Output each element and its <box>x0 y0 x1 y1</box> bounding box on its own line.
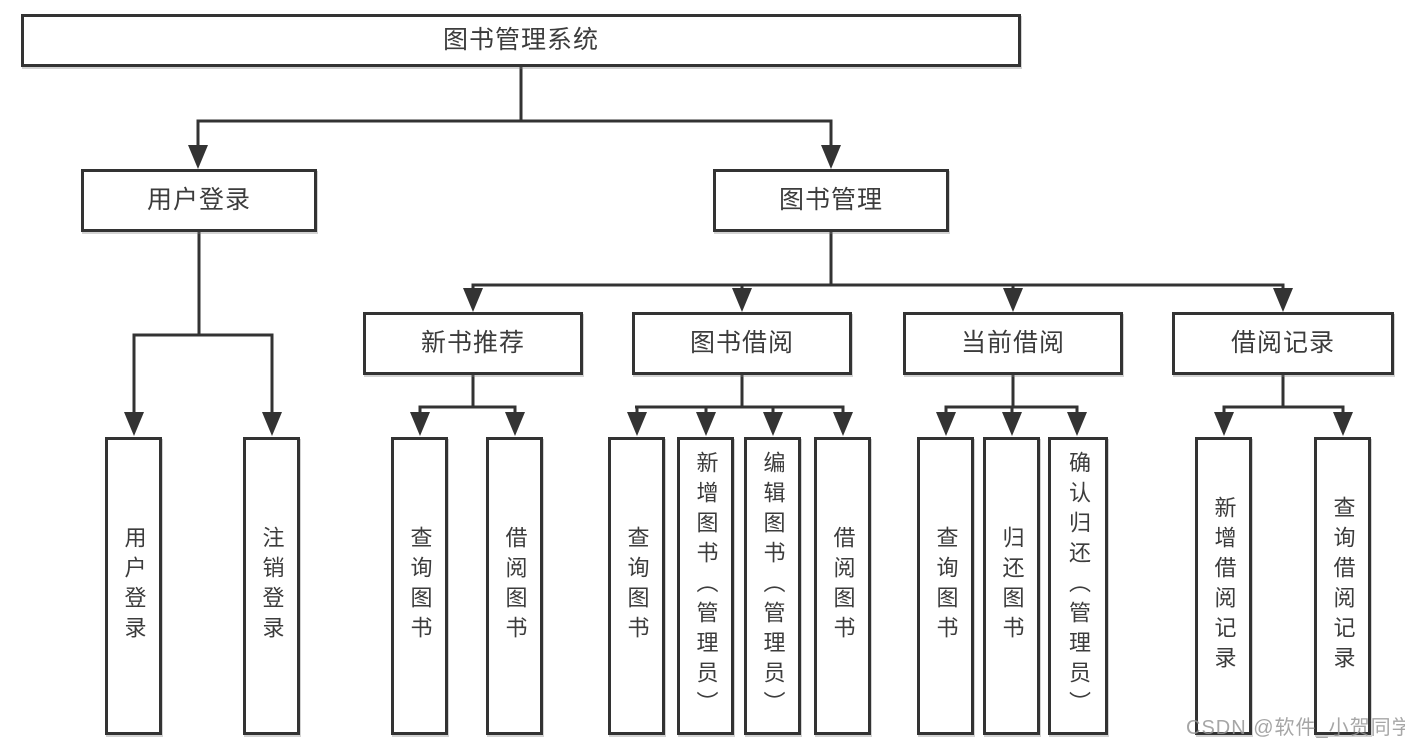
node-current-borrow: 当前借阅 <box>903 312 1123 375</box>
node-borrow-records: 借阅记录 <box>1172 312 1394 375</box>
node-user-login: 用户登录 <box>81 169 317 232</box>
arrowhead-icons <box>124 145 1353 436</box>
leaf-label: 借阅图书 <box>502 526 528 646</box>
leaf-bb-edit-books-admin: 编辑图书（管理员） <box>744 437 801 735</box>
leaf-cb-confirm-return-admin: 确认归还（管理员） <box>1048 437 1108 735</box>
csdn-watermark: CSDN @软件_小贺同学 <box>1186 717 1405 739</box>
leaf-label: 编辑图书（管理员） <box>760 451 786 721</box>
leaf-label: 注销登录 <box>259 526 285 646</box>
leaf-nbr-borrow-books: 借阅图书 <box>486 437 543 735</box>
node-label: 图书管理 <box>778 186 883 214</box>
leaf-br-query-record: 查询借阅记录 <box>1314 437 1371 735</box>
node-label: 当前借阅 <box>960 329 1065 357</box>
leaf-logout: 注销登录 <box>243 437 300 735</box>
leaf-label: 用户登录 <box>121 526 147 646</box>
leaf-label: 借阅图书 <box>830 526 856 646</box>
leaf-label: 查询图书 <box>624 526 650 646</box>
node-label: 借阅记录 <box>1230 329 1335 357</box>
node-book-borrow: 图书借阅 <box>632 312 852 375</box>
node-new-book-recommend: 新书推荐 <box>363 312 583 375</box>
leaf-bb-add-books-admin: 新增图书（管理员） <box>677 437 734 735</box>
leaf-label: 查询借阅记录 <box>1330 496 1356 676</box>
leaf-cb-query-books: 查询图书 <box>917 437 974 735</box>
leaf-nbr-query-books: 查询图书 <box>391 437 448 735</box>
leaf-br-add-record: 新增借阅记录 <box>1195 437 1252 735</box>
node-label: 图书借阅 <box>689 329 794 357</box>
node-label: 新书推荐 <box>420 329 525 357</box>
node-label: 用户登录 <box>146 186 251 214</box>
node-root: 图书管理系统 <box>21 14 1021 67</box>
node-book-management: 图书管理 <box>713 169 949 232</box>
leaf-bb-borrow-books: 借阅图书 <box>814 437 871 735</box>
leaf-label: 查询图书 <box>933 526 959 646</box>
leaf-bb-query-books: 查询图书 <box>608 437 665 735</box>
leaf-user-login: 用户登录 <box>105 437 162 735</box>
leaf-cb-return-books: 归还图书 <box>983 437 1040 735</box>
leaf-label: 查询图书 <box>407 526 433 646</box>
node-label: 图书管理系统 <box>442 26 599 54</box>
leaf-label: 归还图书 <box>999 526 1025 646</box>
leaf-label: 新增借阅记录 <box>1211 496 1237 676</box>
leaf-label: 新增图书（管理员） <box>693 451 719 721</box>
leaf-label: 确认归还（管理员） <box>1066 451 1091 721</box>
